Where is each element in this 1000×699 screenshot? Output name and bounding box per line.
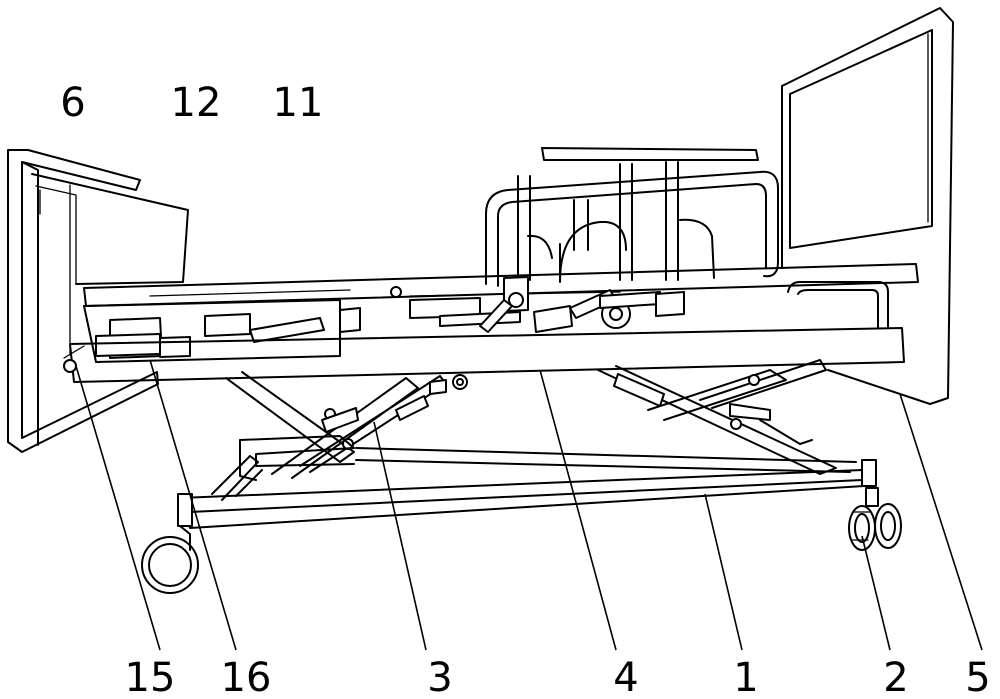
rear-headboard (31, 173, 189, 285)
left-headboard (7, 149, 159, 453)
right-rail-loop (787, 281, 889, 329)
callout-6: 6 (60, 80, 85, 126)
callout-labels: 6 12 11 15 16 3 4 1 2 5 (60, 80, 990, 699)
main-frame (63, 327, 905, 383)
callout-1: 1 (733, 655, 758, 699)
side-guardrail (485, 147, 779, 287)
callout-4: 4 (613, 655, 638, 699)
callout-5: 5 (965, 655, 990, 699)
callout-11: 11 (273, 80, 324, 126)
leader-lines (75, 359, 983, 651)
callout-12: 12 (171, 80, 222, 126)
deck-mechanism (83, 276, 685, 363)
scissor-lift (225, 359, 837, 479)
right-footboard (781, 7, 954, 405)
lower-cross-members (211, 435, 857, 501)
base-frame (177, 459, 877, 529)
callout-15: 15 (125, 655, 176, 699)
callout-2: 2 (883, 655, 908, 699)
caster-wheels (141, 487, 902, 594)
callout-16: 16 (221, 655, 272, 699)
callout-3: 3 (427, 655, 452, 699)
